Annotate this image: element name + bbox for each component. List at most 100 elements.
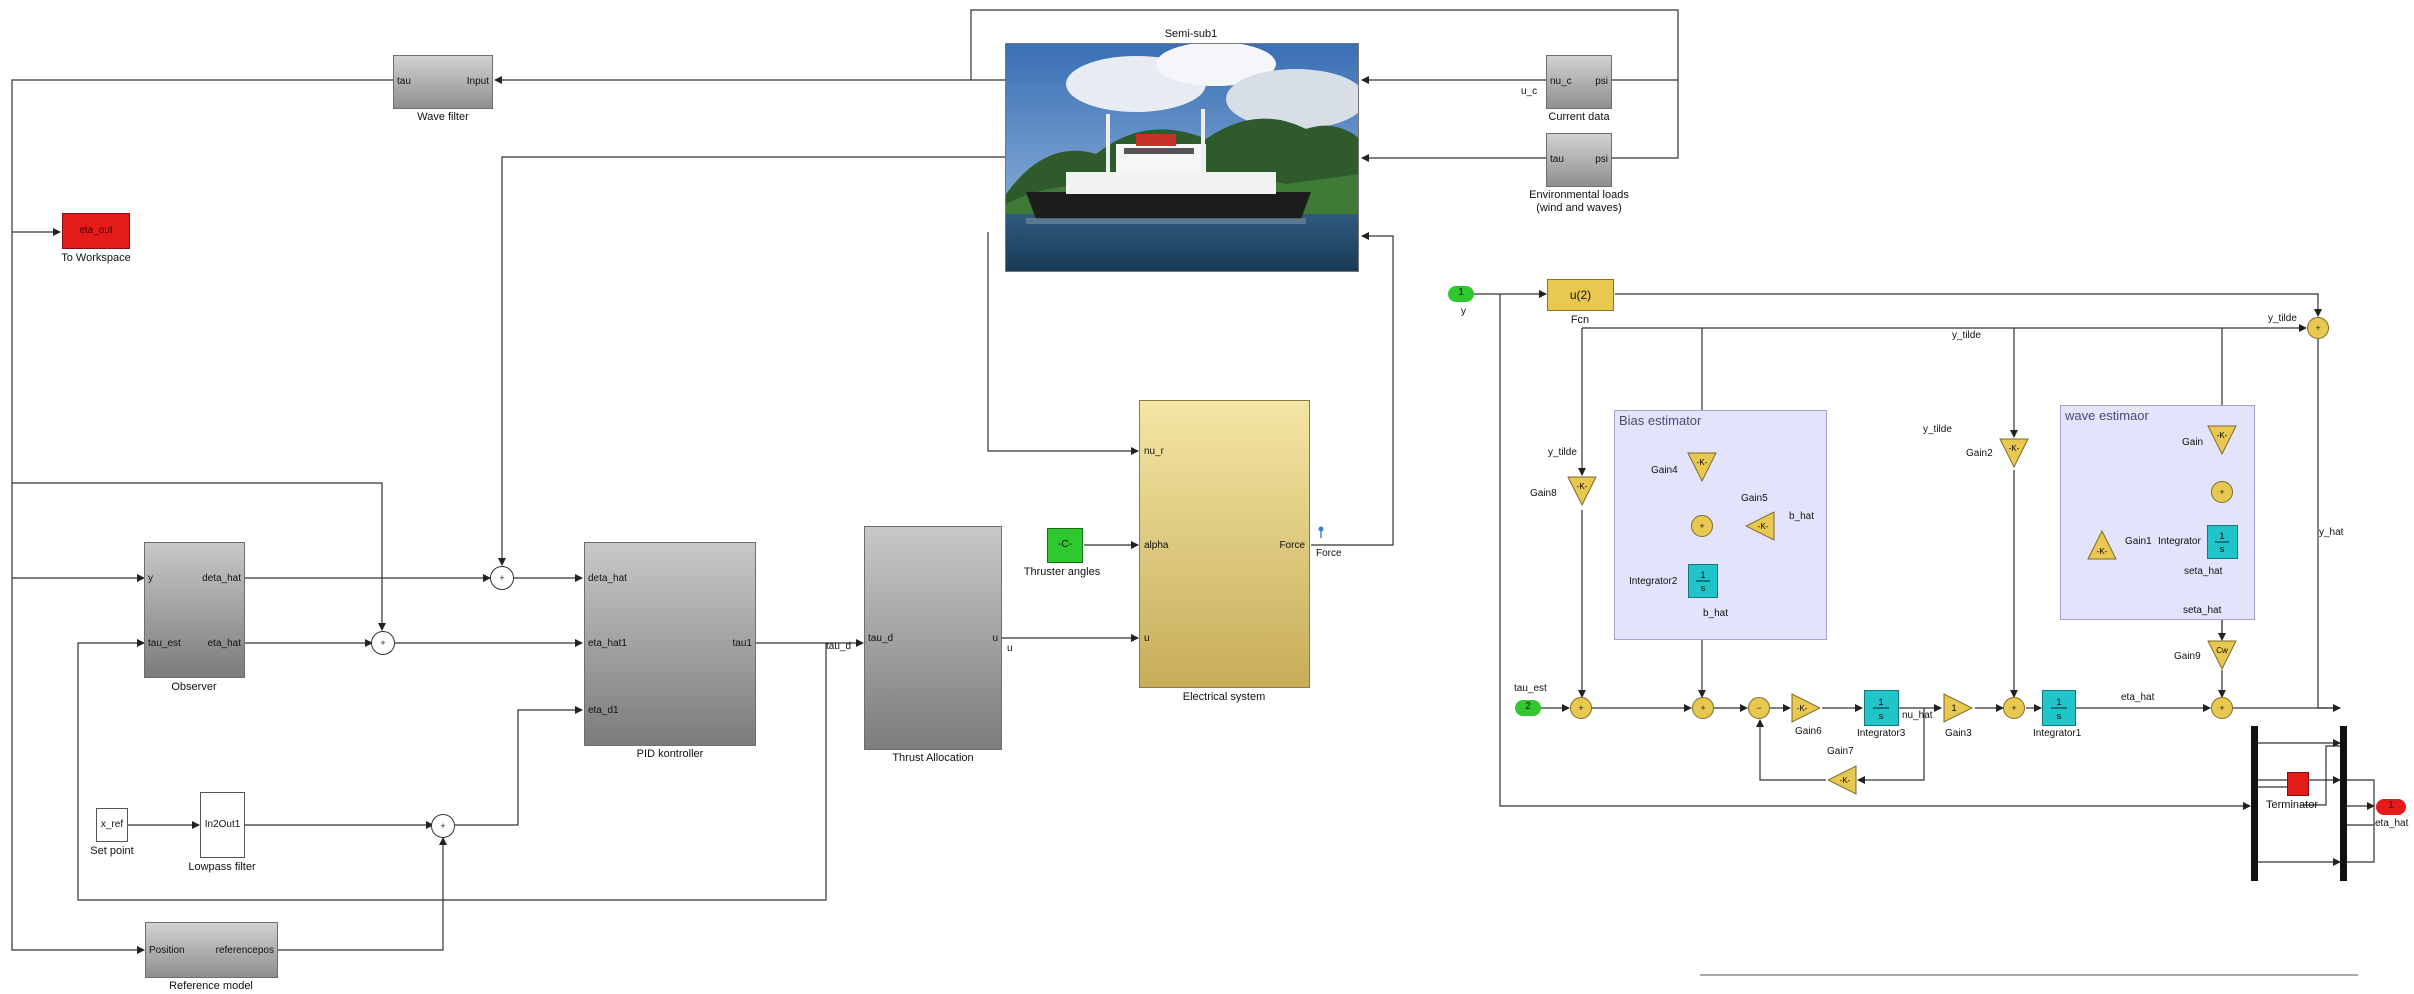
sum-setpoint: + bbox=[431, 814, 455, 838]
y-hat-label: y_hat bbox=[2319, 527, 2344, 538]
gain4-label: Gain4 bbox=[1651, 465, 1678, 476]
sum-deta: + bbox=[490, 566, 514, 590]
port-label: psi bbox=[1595, 154, 1608, 165]
environmental-loads-caption: Environmental loads (wind and waves) bbox=[1529, 189, 1629, 214]
integrator-symbol: 1s bbox=[2051, 697, 2067, 721]
port-label: deta_hat bbox=[588, 573, 627, 584]
port-label: eta_hat bbox=[207, 638, 241, 649]
gain9-label: Gain9 bbox=[2174, 651, 2201, 662]
reference-model-caption: Reference model bbox=[169, 980, 253, 992]
port-label: tau_d bbox=[868, 633, 894, 644]
outport-eta-hat[interactable]: 1 bbox=[2376, 799, 2406, 815]
port-label: Input bbox=[466, 76, 489, 87]
port-label: psi bbox=[1595, 76, 1608, 87]
semisub-ship-image[interactable] bbox=[1005, 43, 1359, 272]
gain6-label: Gain6 bbox=[1795, 726, 1822, 737]
svg-text:-K-: -K- bbox=[1697, 458, 1708, 467]
gain3-label: Gain3 bbox=[1945, 728, 1972, 739]
y-tilde-label-mid: y_tilde bbox=[1923, 424, 1952, 435]
gain1-triangle[interactable]: -K- bbox=[2087, 530, 2117, 560]
svg-text:-K-: -K- bbox=[1577, 482, 1588, 491]
gain7-triangle[interactable]: -K- bbox=[1827, 765, 1857, 795]
svg-text:1: 1 bbox=[1878, 697, 1883, 707]
integrator-symbol: 1s bbox=[1696, 570, 1710, 593]
gain8-triangle[interactable]: -K- bbox=[1567, 476, 1597, 506]
to-workspace-block[interactable]: eta_out bbox=[62, 213, 130, 249]
gain-triangle[interactable]: -K- bbox=[2207, 425, 2237, 455]
svg-text:-K-: -K- bbox=[1758, 522, 1769, 531]
port-label: Position bbox=[149, 945, 185, 956]
set-point-block[interactable]: x_ref bbox=[96, 808, 128, 842]
observer-caption: Observer bbox=[171, 681, 217, 693]
gain3-triangle[interactable]: 1 bbox=[1943, 693, 1973, 723]
gain6-triangle[interactable]: -K- bbox=[1791, 693, 1821, 723]
gain2-label: Gain2 bbox=[1966, 448, 1993, 459]
port-label: tau_est bbox=[148, 638, 181, 649]
integrator-symbol: 1s bbox=[1873, 697, 1889, 721]
semisub-caption: Semi-sub1 bbox=[1164, 28, 1218, 40]
tau-d-signal-label: tau_d bbox=[826, 641, 852, 652]
ship-photo bbox=[1006, 44, 1358, 271]
wave-filter-block[interactable]: tau Input bbox=[393, 55, 493, 109]
sum-damping: − bbox=[1748, 697, 1770, 719]
gain4-triangle[interactable]: -K- bbox=[1687, 452, 1717, 482]
port-label: u bbox=[992, 633, 998, 644]
electrical-system-block[interactable]: nu_r alpha u Force bbox=[1139, 400, 1310, 688]
reference-model-block[interactable]: Position referencepos bbox=[145, 922, 278, 978]
sum-bias-in: + bbox=[1692, 697, 1714, 719]
thruster-angles-block[interactable]: -C- bbox=[1047, 528, 1083, 563]
port-label: deta_hat bbox=[202, 573, 241, 584]
port-label: Force bbox=[1279, 540, 1305, 551]
gain8-label: Gain8 bbox=[1530, 488, 1557, 499]
port-label: y bbox=[148, 573, 153, 584]
mux-bar-right[interactable] bbox=[2340, 726, 2347, 881]
port-label: nu_r bbox=[1144, 446, 1165, 457]
gain2-triangle[interactable]: -K- bbox=[1999, 438, 2029, 468]
environmental-loads-block[interactable]: tau psi bbox=[1546, 133, 1612, 187]
force-probe-icon bbox=[1318, 526, 1324, 538]
gain9-triangle[interactable]: Cw bbox=[2207, 640, 2237, 670]
mux-bar-left[interactable] bbox=[2251, 726, 2258, 881]
fcn-expression: u(2) bbox=[1569, 288, 1592, 302]
block-ports: In2Out1 bbox=[204, 819, 241, 830]
workspace-variable: eta_out bbox=[79, 225, 113, 236]
inport-tau-est[interactable]: 2 bbox=[1515, 700, 1541, 716]
svg-text:-K-: -K- bbox=[2009, 444, 2020, 453]
tau-est-label: tau_est bbox=[1514, 683, 1547, 694]
port-label: nu_c bbox=[1550, 76, 1572, 87]
port-label: u bbox=[1144, 633, 1150, 644]
thrust-allocation-block[interactable]: tau_d u bbox=[864, 526, 1002, 750]
sum-bias: + bbox=[1691, 515, 1713, 537]
electrical-system-caption: Electrical system bbox=[1182, 691, 1266, 703]
gain1-label: Gain1 bbox=[2125, 536, 2152, 547]
inport-y[interactable]: 1 bbox=[1448, 286, 1474, 302]
fcn-block[interactable]: u(2) bbox=[1547, 279, 1614, 311]
seta-hat-label-inner: seta_hat bbox=[2184, 566, 2223, 577]
terminator-block[interactable] bbox=[2287, 772, 2309, 796]
integrator-label: Integrator bbox=[2158, 536, 2201, 547]
seta-hat-label-outer: seta_hat bbox=[2183, 605, 2222, 616]
bias-estimator-subsystem[interactable]: Bias estimator bbox=[1614, 410, 1827, 640]
lowpass-filter-block[interactable]: In2Out1 bbox=[200, 792, 245, 858]
svg-text:s: s bbox=[1879, 711, 1884, 721]
observer-block[interactable]: y tau_est deta_hat eta_hat bbox=[144, 542, 245, 678]
pid-controller-block[interactable]: deta_hat eta_hat1 eta_d1 tau1 bbox=[584, 542, 756, 746]
gain-label: Gain bbox=[2182, 437, 2204, 448]
gain5-triangle[interactable]: -K- bbox=[1745, 511, 1775, 541]
gain5-label: Gain5 bbox=[1741, 493, 1768, 504]
svg-text:s: s bbox=[1701, 583, 1706, 593]
sum-velocity: + bbox=[2003, 697, 2025, 719]
subsystem-title: wave estimaor bbox=[2065, 408, 2149, 423]
u-signal-label: u bbox=[1007, 643, 1013, 654]
nu-hat-label: nu_hat bbox=[1902, 710, 1933, 721]
port-label: alpha bbox=[1144, 540, 1169, 551]
b-hat-label-right: b_hat bbox=[1789, 511, 1815, 522]
port-label: referencepos bbox=[215, 945, 274, 956]
constant-value: x_ref bbox=[100, 819, 124, 830]
integrator3-label: Integrator3 bbox=[1857, 728, 1906, 739]
current-data-block[interactable]: nu_c psi bbox=[1546, 55, 1612, 109]
